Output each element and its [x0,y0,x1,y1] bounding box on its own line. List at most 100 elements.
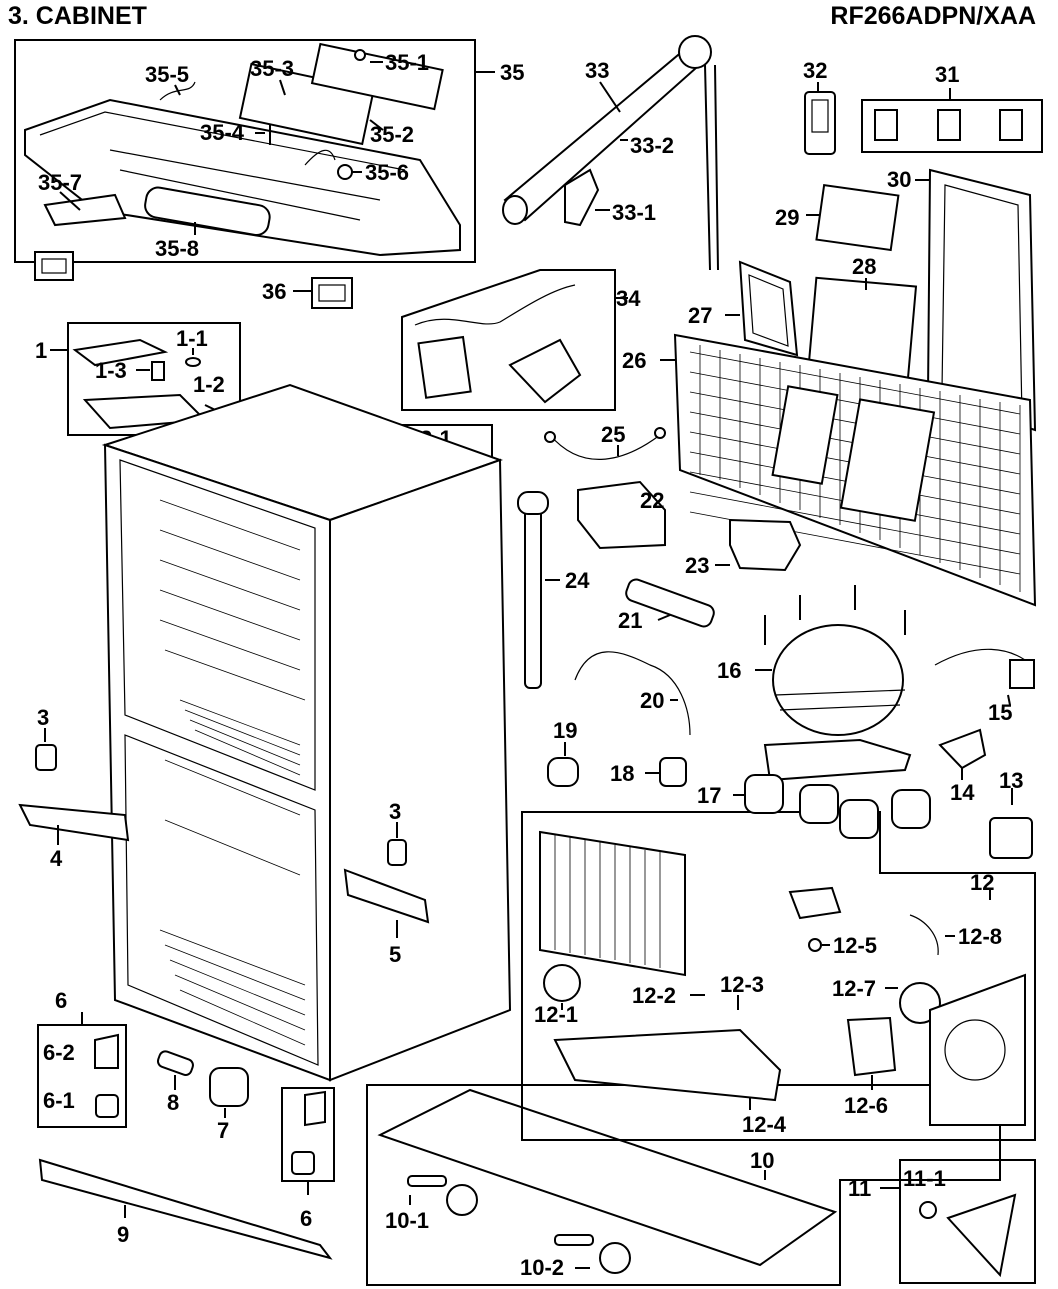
fan-shroud-12 [929,973,1026,1126]
axle-10-2 [554,1234,594,1246]
grommet-17d [891,789,931,829]
label-sticker-29 [815,183,900,252]
leveling-foot-3a [35,744,57,771]
bracket-6-2 [94,1033,119,1069]
model-number: RF266ADPN/XAA [830,2,1036,30]
label-14: 14 [950,780,975,805]
cover-panel-30 [926,168,1037,432]
label-6-2: 6-2 [43,1040,75,1065]
label-23: 23 [685,553,709,578]
box-12 [521,811,1036,1141]
label-12-8: 12-8 [958,924,1002,949]
label-1-1: 1-1 [176,326,208,351]
cover-14 [938,728,987,770]
label-33: 33 [585,58,609,83]
drain-pan-12-4 [553,1028,782,1102]
label-11-1: 11-1 [903,1166,946,1191]
part-32 [804,91,836,155]
label-33-2: 33-2 [630,133,674,158]
label-35-3: 35-3 [250,56,294,81]
grommet-17a [744,774,784,814]
box-34 [401,269,616,411]
wire-12-8 [909,914,939,956]
part-12-5 [808,938,822,952]
part-1-1 [185,357,201,367]
part-22 [577,480,666,550]
bracket-35-1 [310,42,444,111]
gasket-27 [738,260,799,357]
part-33-1 [564,168,600,227]
label-8: 8 [167,1090,179,1115]
label-12-7: 12-7 [832,976,876,1001]
label-12-3: 12-3 [720,972,764,997]
bracket-34 [508,338,582,404]
label-12-5: 12-5 [833,933,877,958]
label-10-1: 10-1 [385,1208,429,1233]
rear-cover-26 [673,333,1037,607]
label-19: 19 [553,718,577,743]
bracket-4 [18,803,130,842]
wheel-10-2 [599,1242,631,1274]
label-35-8: 35-8 [155,236,199,261]
pipe-24 [524,507,542,689]
pcb-34 [417,335,472,399]
gasket-small [34,251,74,281]
box-31 [861,99,1043,153]
label-1-2: 1-2 [193,372,225,397]
label-16: 16 [717,658,741,683]
label-12-1: 12-1 [534,1002,578,1027]
label-35-6: 35-6 [365,160,409,185]
label-20: 20 [640,688,664,713]
wire-25 [549,434,661,460]
label-10-2: 10-2 [520,1255,564,1280]
label-32: 32 [803,58,827,83]
label-5: 5 [389,942,401,967]
dryer-21 [625,578,715,628]
wire-harness-35 [304,149,336,166]
bracket-5 [343,868,430,924]
motor-12-6 [846,1016,897,1077]
relay-13 [989,817,1033,859]
axle-10-1 [407,1175,447,1187]
label-13: 13 [999,768,1023,793]
label-36: 36 [262,279,286,304]
foot-6-1 [95,1094,119,1118]
clip-31c [999,109,1023,141]
grille-9 [38,1158,333,1260]
fan-blade-11 [946,1193,1017,1278]
display-cover-35-8 [144,186,271,237]
control-panel-housing [24,98,461,257]
grommet-17b [799,784,839,824]
label-30: 30 [887,167,911,192]
roller-7 [209,1067,249,1107]
label-29: 29 [775,205,799,230]
label-27: 27 [688,303,712,328]
wheel-10-1 [446,1184,478,1216]
leveling-foot-3b [387,839,407,866]
defrost-12-1 [543,964,581,1002]
label-35-1: 35-1 [385,50,429,75]
label-6b: 6 [300,1206,312,1231]
harness-15 [934,648,1026,666]
label-35-7: 35-7 [38,170,82,195]
label-11: 11 [848,1176,871,1201]
label-12-4: 12-4 [742,1112,787,1137]
gasket-36 [311,277,353,309]
duct-assembly-33 [502,35,719,271]
label-18: 18 [610,761,634,786]
power-cord-34 [414,284,576,326]
axle-8 [156,1050,194,1076]
connector-15 [1009,659,1035,689]
label-10: 10 [750,1148,774,1173]
label-3a: 3 [37,705,49,730]
label-26: 26 [622,348,646,373]
water-valve-23 [729,518,802,572]
grommet-17c [839,799,879,839]
part-11-1 [919,1201,937,1219]
label-6a: 6 [55,988,67,1013]
label-35-4: 35-4 [200,120,245,145]
part-1-3 [151,361,165,381]
screw-35-1 [354,49,366,61]
wire-35-5 [159,81,196,101]
label-12: 12 [970,870,994,895]
